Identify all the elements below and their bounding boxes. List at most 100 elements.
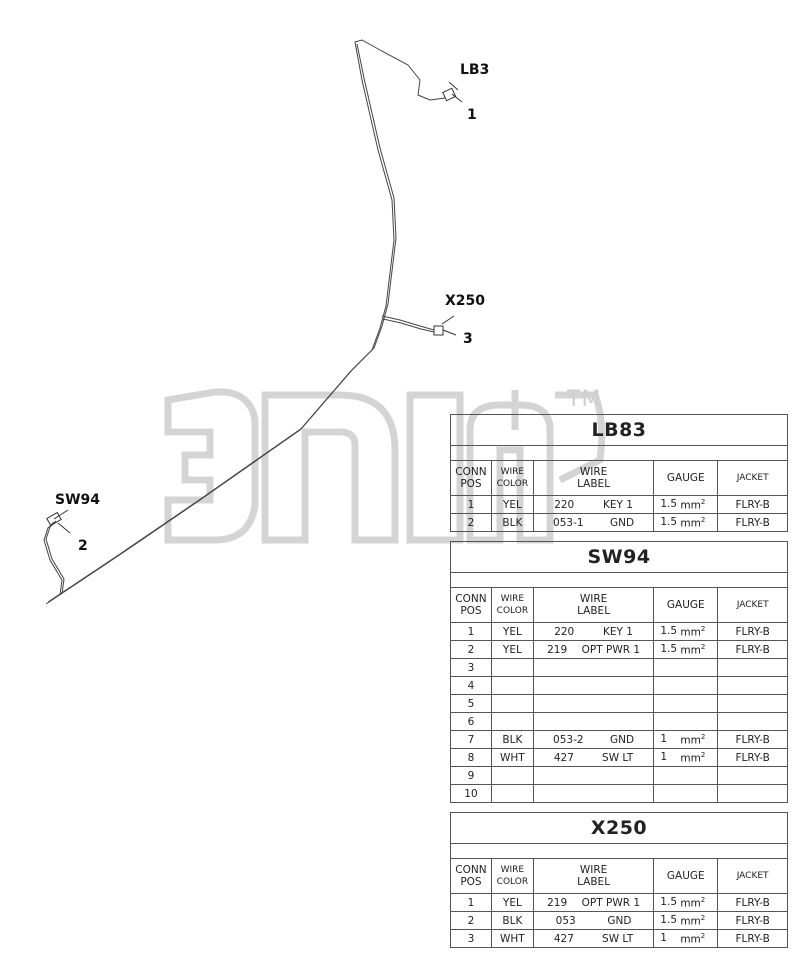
cell-jacket: FLRY-B <box>717 622 788 641</box>
cell-pos: 2 <box>450 911 492 930</box>
connector-x250-icon <box>433 315 457 336</box>
cell-pos: 2 <box>450 513 492 532</box>
cell-jacket: FLRY-B <box>717 730 788 749</box>
header-jacket: JACKET <box>717 460 788 496</box>
header-gauge: GAUGE <box>653 858 719 894</box>
trademark-mark: TM <box>566 387 601 412</box>
table-row: 4 <box>450 676 788 695</box>
cell-jacket: FLRY-B <box>717 495 788 514</box>
cell-color: BLK <box>490 911 534 930</box>
cell-pos: 1 <box>450 495 492 514</box>
cell-pos: 2 <box>450 640 492 659</box>
connector-lb3-icon <box>442 81 463 103</box>
cell-pos: 9 <box>450 766 492 785</box>
cell-jacket <box>717 766 788 785</box>
callout-sw94-num: 2 <box>78 538 88 554</box>
cell-jacket <box>717 694 788 713</box>
cell-gauge <box>653 784 719 803</box>
cell-jacket <box>717 658 788 677</box>
cell-pos: 6 <box>450 712 492 731</box>
table-spacer <box>450 572 788 588</box>
cell-color: YEL <box>490 622 534 641</box>
cell-jacket: FLRY-B <box>717 893 788 912</box>
harness-wire <box>43 39 446 605</box>
cell-color <box>490 694 534 713</box>
table-row: 6 <box>450 712 788 731</box>
cell-jacket: FLRY-B <box>717 929 788 948</box>
header-jacket: JACKET <box>717 587 788 623</box>
cell-color: BLK <box>490 730 534 749</box>
header-gauge: GAUGE <box>653 460 719 496</box>
table-spacer <box>450 445 788 461</box>
callout-lb3-num: 1 <box>467 107 477 123</box>
header-gauge: GAUGE <box>653 587 719 623</box>
cell-pos: 5 <box>450 694 492 713</box>
cell-pos: 3 <box>450 658 492 677</box>
cell-pos: 1 <box>450 893 492 912</box>
cell-color <box>490 766 534 785</box>
table-title: X250 <box>450 812 788 844</box>
cell-label <box>532 658 655 677</box>
table-row: 3 <box>450 658 788 677</box>
cell-label <box>532 712 655 731</box>
cell-pos: 8 <box>450 748 492 767</box>
callout-lb3-id: LB3 <box>460 62 490 78</box>
cell-gauge <box>653 766 719 785</box>
table-row: 5 <box>450 694 788 713</box>
cell-gauge <box>653 676 719 695</box>
cell-gauge <box>653 712 719 731</box>
cell-color <box>490 712 534 731</box>
table-title: SW94 <box>450 541 788 573</box>
cell-jacket <box>717 784 788 803</box>
callout-x250-id: X250 <box>445 293 486 309</box>
cell-pos: 10 <box>450 784 492 803</box>
cell-jacket: FLRY-B <box>717 640 788 659</box>
cell-label <box>532 694 655 713</box>
table-row: 9 <box>450 766 788 785</box>
cell-color <box>490 784 534 803</box>
cell-color <box>490 676 534 695</box>
callout-sw94-id: SW94 <box>55 492 101 508</box>
header-jacket: JACKET <box>717 858 788 894</box>
cell-gauge <box>653 694 719 713</box>
cell-color: YEL <box>490 640 534 659</box>
cell-color: YEL <box>490 495 534 514</box>
cell-color: YEL <box>490 893 534 912</box>
connector-sw94-icon <box>46 509 71 534</box>
